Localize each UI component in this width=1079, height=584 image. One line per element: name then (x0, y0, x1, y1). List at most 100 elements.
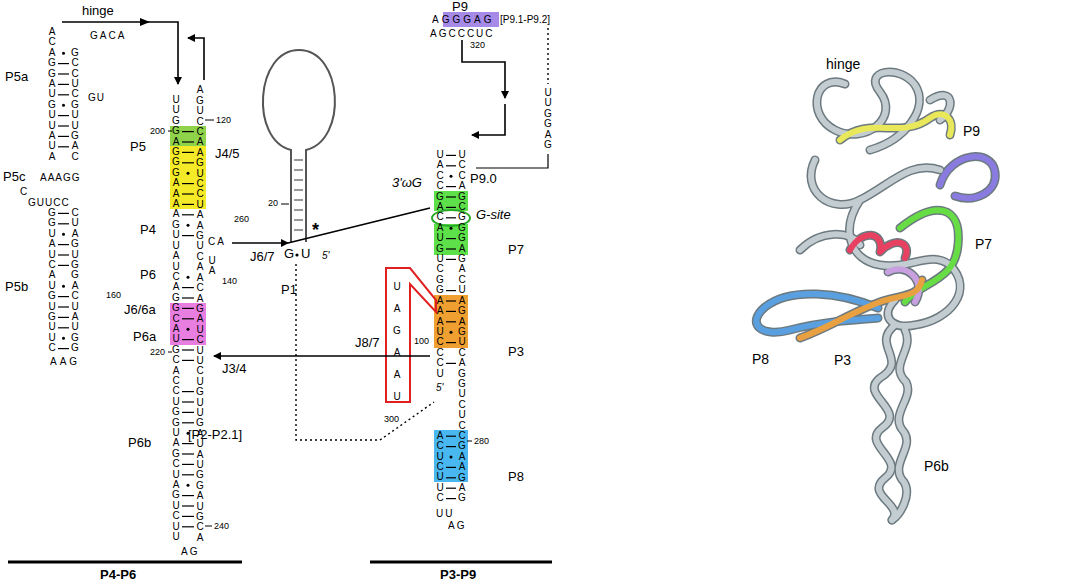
region-label: J6/7 (250, 250, 275, 265)
base-pair-mark (182, 287, 194, 288)
base-pair-mark (446, 300, 456, 301)
base-pair-mark (58, 244, 69, 245)
position-number: 280 (474, 436, 489, 446)
base-pair-mark (182, 391, 194, 392)
nucleotide-sequence: AAG (50, 356, 80, 368)
base-pair-mark (182, 131, 194, 132)
base-pair-mark (446, 155, 456, 156)
region-label: G (284, 247, 294, 262)
base-pair-mark (446, 186, 456, 187)
base-pair-mark (294, 169, 303, 170)
region-label: P9 (963, 123, 980, 139)
base-pair-mark (182, 516, 194, 517)
nucleotide-sequence: UUGGAG (543, 88, 554, 150)
base-pair-mark (182, 162, 194, 163)
tick (205, 120, 214, 121)
base-pair-mark (62, 337, 65, 340)
base-pair-mark (58, 223, 69, 224)
base-pair-mark (446, 363, 456, 364)
p9-arrow (472, 104, 505, 135)
base-pair-mark (58, 254, 69, 255)
base-pair-mark (58, 84, 69, 85)
base-pair-mark (187, 172, 190, 175)
base-pair-mark (294, 159, 303, 160)
nucleotide-sequence: GCCUCGUUGAC (70, 48, 81, 162)
nucleotide-sequence: UAGAAU (392, 276, 403, 408)
nucleotide-sequence: GGUAUCAUGUGUUC (47, 208, 58, 354)
base-pair-mark (182, 318, 194, 319)
region-label: J4/5 (215, 147, 240, 162)
base-pair-mark (62, 104, 65, 107)
region-label: P5b (5, 280, 28, 295)
nucleotide-sequence: 5' (436, 382, 443, 394)
base-pair-mark (182, 422, 194, 423)
base-pair-mark (446, 477, 456, 478)
base-pair-mark (446, 446, 456, 447)
base-pair-mark (446, 311, 456, 312)
base-pair-mark (450, 331, 453, 334)
nucleotide-sequence: UA (207, 256, 218, 277)
base-pair-mark (182, 443, 194, 444)
base-pair-mark (58, 115, 69, 116)
base-pair-mark (58, 265, 69, 266)
base-pair-mark (187, 484, 190, 487)
region-label: P5 (130, 140, 146, 155)
base-pair-mark (446, 498, 456, 499)
base-pair-mark (182, 214, 194, 215)
region-label: hinge (826, 56, 860, 72)
base-pair-mark (187, 328, 190, 331)
base-pair-mark (446, 248, 456, 249)
base-pair-mark (446, 217, 456, 218)
base-pair-mark (58, 63, 69, 64)
base-pair-mark (58, 146, 69, 147)
nucleotide-sequence: GU (88, 92, 105, 104)
base-pair-mark (450, 227, 453, 230)
nucleotide-sequence: GACA (90, 30, 126, 42)
base-pair-mark (446, 238, 456, 239)
base-pair-mark (182, 360, 194, 361)
base-pair-mark (294, 209, 303, 210)
nucleotide-sequence: [P9.1-P9.2] (500, 14, 550, 26)
region-label: [P2-P2.1] (188, 428, 242, 443)
position-number: 140 (222, 276, 237, 286)
base-pair-mark (182, 297, 194, 298)
base-pair-mark (294, 179, 303, 180)
region-label: P1 (281, 283, 297, 298)
base-pair-mark (182, 193, 194, 194)
base-pair-mark (182, 152, 194, 153)
nucleotide-sequence: AG (181, 546, 199, 558)
region-label: J8/7 (355, 336, 380, 351)
region-label: P8 (752, 351, 769, 367)
base-pair-mark (182, 505, 194, 506)
base-pair-mark (294, 199, 303, 200)
base-pair-mark (446, 196, 456, 197)
base-pair-mark (450, 175, 453, 178)
base-pair-mark (182, 495, 194, 496)
base-pair-mark (62, 285, 65, 288)
base-pair-mark (446, 436, 456, 437)
region-label: P6 (140, 268, 156, 283)
region-label: P9.0 (470, 172, 497, 187)
domain-bar (370, 561, 552, 564)
region-label: P6b (128, 436, 151, 451)
nucleotide-sequence: AGGGAG (432, 14, 494, 26)
position-number: 100 (414, 336, 429, 346)
base-pair-mark (58, 136, 69, 137)
base-pair-mark (446, 467, 456, 468)
tick (168, 352, 172, 353)
region-label: P3-P9 (440, 568, 476, 583)
base-pair-mark (182, 464, 194, 465)
nucleotide-sequence: AGCCCUC (430, 28, 495, 40)
region-label: hinge (82, 4, 114, 19)
base-pair-mark (58, 306, 69, 307)
p9-link (476, 154, 548, 168)
base-pair-mark (446, 488, 456, 489)
base-pair-mark (182, 204, 194, 205)
base-pair-mark (58, 213, 69, 214)
base-pair-mark (182, 401, 194, 402)
j6-7-link (288, 208, 430, 243)
region-label: U (301, 247, 310, 262)
region-label: 3'ωG (392, 176, 422, 191)
nucleotide-sequence: 5' (322, 250, 329, 262)
